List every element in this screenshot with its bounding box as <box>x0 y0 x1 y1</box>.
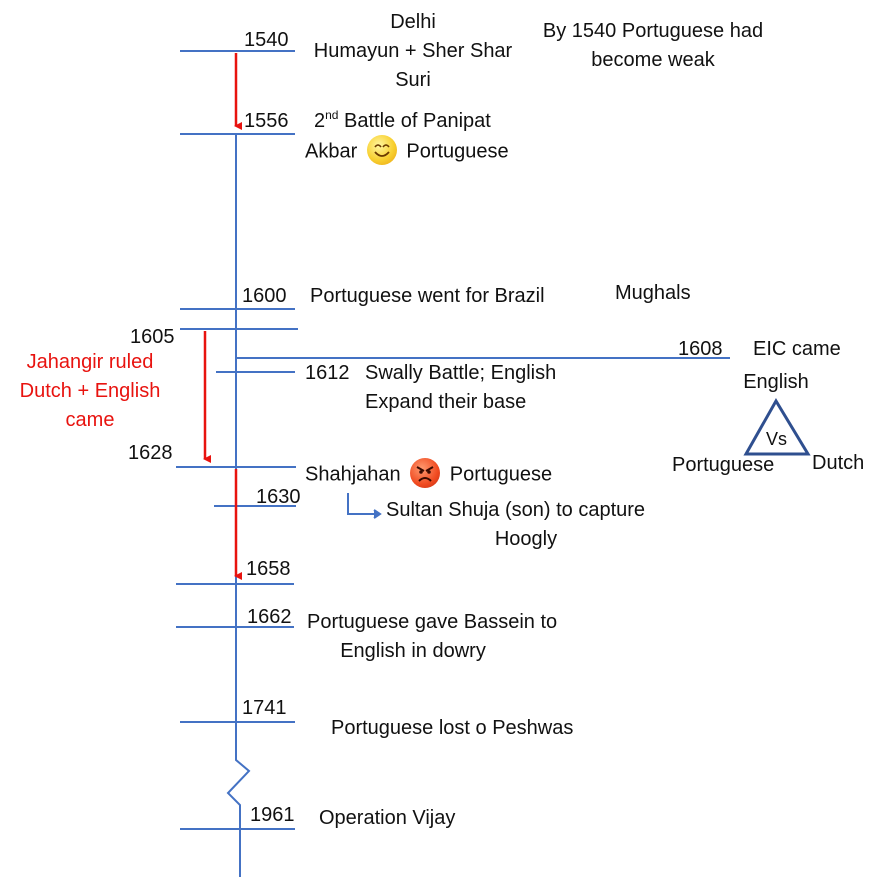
event-bassein-1: Portuguese gave Bassein to <box>307 611 558 633</box>
note-portuguese-weak-1: By 1540 Portuguese had <box>542 20 764 42</box>
event-brazil: Portuguese went for Brazil <box>310 285 545 307</box>
event-swally-1: Swally Battle; English <box>365 362 557 384</box>
note-portuguese-weak-2: become weak <box>591 49 715 71</box>
year-1628: 1628 <box>128 442 173 464</box>
event-eic: EIC came <box>753 338 841 360</box>
main-timeline-axis <box>226 134 251 877</box>
year-1741: 1741 <box>242 697 287 719</box>
year-1658: 1658 <box>246 558 291 580</box>
year-1630: 1630 <box>256 486 301 508</box>
event-bassein-2: English in dowry <box>340 640 486 662</box>
jahangir-line-3: came <box>65 409 115 431</box>
akbar-portuguese: Portuguese <box>406 140 509 163</box>
year-1600: 1600 <box>242 285 287 307</box>
event-akbar: Akbar Portuguese <box>305 135 509 167</box>
event-vijay: Operation Vijay <box>319 807 456 829</box>
shuja-bent-arrow <box>347 493 378 515</box>
event-shuja-1: Sultan Shuja (son) to capture <box>386 499 646 521</box>
year-1605: 1605 <box>130 326 175 348</box>
year-1608: 1608 <box>678 338 723 360</box>
triangle-dutch: Dutch <box>812 452 865 474</box>
akbar-label: Akbar <box>305 140 358 163</box>
year-1961: 1961 <box>250 804 295 826</box>
triangle-english: English <box>743 371 809 393</box>
angry-face-icon <box>410 458 441 488</box>
panipat-sup: nd <box>325 108 339 122</box>
panipat-rest: Battle of Panipat <box>338 110 491 132</box>
year-1662: 1662 <box>247 606 292 628</box>
event-shahjahan: Shahjahan Portuguese <box>305 458 553 490</box>
smiling-face-icon <box>366 135 397 165</box>
rivalry-triangle <box>743 398 811 456</box>
event-humayun: Humayun + Sher Shar <box>313 40 513 62</box>
year-1612: 1612 <box>305 362 350 384</box>
event-delhi: Delhi <box>390 11 436 33</box>
event-suri: Suri <box>395 69 431 91</box>
jahangir-line-1: Jahangir ruled <box>26 351 154 373</box>
year-1540: 1540 <box>244 29 289 51</box>
year-1556: 1556 <box>244 110 289 132</box>
label-mughals: Mughals <box>615 282 691 304</box>
event-shuja-2: Hoogly <box>494 528 558 550</box>
triangle-vs: Vs <box>766 429 788 449</box>
shahjahan-portuguese: Portuguese <box>449 463 553 486</box>
event-peshwas: Portuguese lost o Peshwas <box>331 717 574 739</box>
triangle-portuguese: Portuguese <box>672 454 775 476</box>
event-panipat: 2nd Battle of Panipat <box>314 109 491 133</box>
event-swally-2: Expand their base <box>365 391 527 413</box>
jahangir-line-2: Dutch + English <box>19 380 161 402</box>
panipat-prefix: 2 <box>314 110 326 132</box>
shahjahan-label: Shahjahan <box>305 463 401 486</box>
